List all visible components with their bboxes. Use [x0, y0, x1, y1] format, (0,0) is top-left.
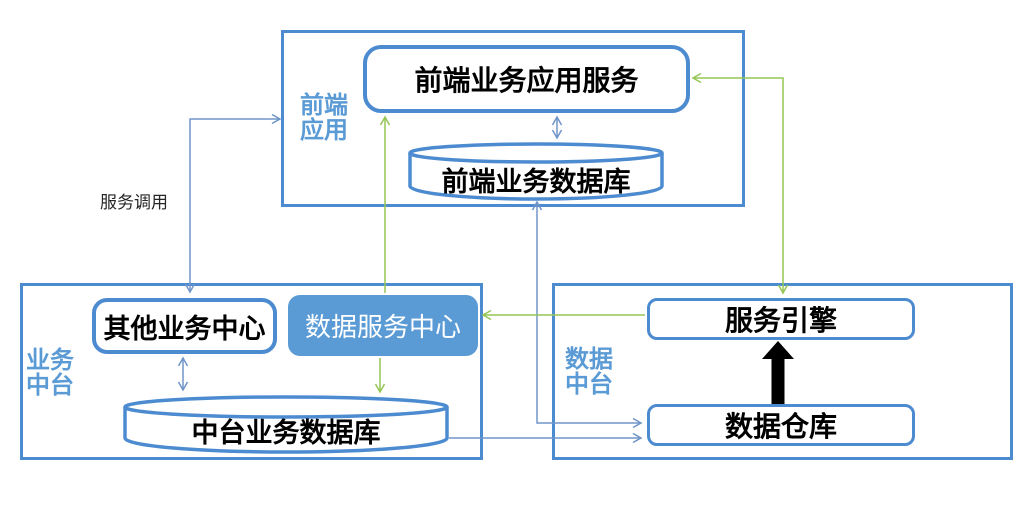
node-data-warehouse: 数据仓库 [647, 404, 915, 446]
node-data-service-center: 数据服务中心 [288, 295, 478, 356]
cylinder-mid-db-top [123, 395, 449, 419]
cylinder-mid-db [123, 395, 449, 454]
region-label-data-middle: 数据中台 [565, 346, 613, 399]
annotation-service-call: 服务调用 [100, 193, 168, 212]
cylinder-frontend-db-body [408, 153, 664, 201]
node-frontend-db-label: 前端业务数据库 [441, 166, 631, 197]
region-label-business-middle: 业务中台 [26, 347, 74, 400]
node-service-engine: 服务引擎 [647, 298, 915, 340]
cylinder-frontend-db-top [408, 142, 664, 164]
region-label-frontend-app: 前端应用 [300, 92, 348, 145]
connector-service-call [184, 113, 282, 294]
cylinder-frontend-db [408, 142, 664, 201]
arrow-warehouse-engine [762, 341, 794, 404]
connector-appservice-engine [691, 72, 789, 295]
cylinder-mid-db-body [123, 407, 449, 454]
node-other-business-center: 其他业务中心 [92, 298, 277, 354]
node-app-service: 前端业务应用服务 [363, 45, 690, 113]
node-mid-db-label: 中台业务数据库 [191, 417, 381, 448]
connector-frontenddb-warehouse [531, 200, 643, 429]
